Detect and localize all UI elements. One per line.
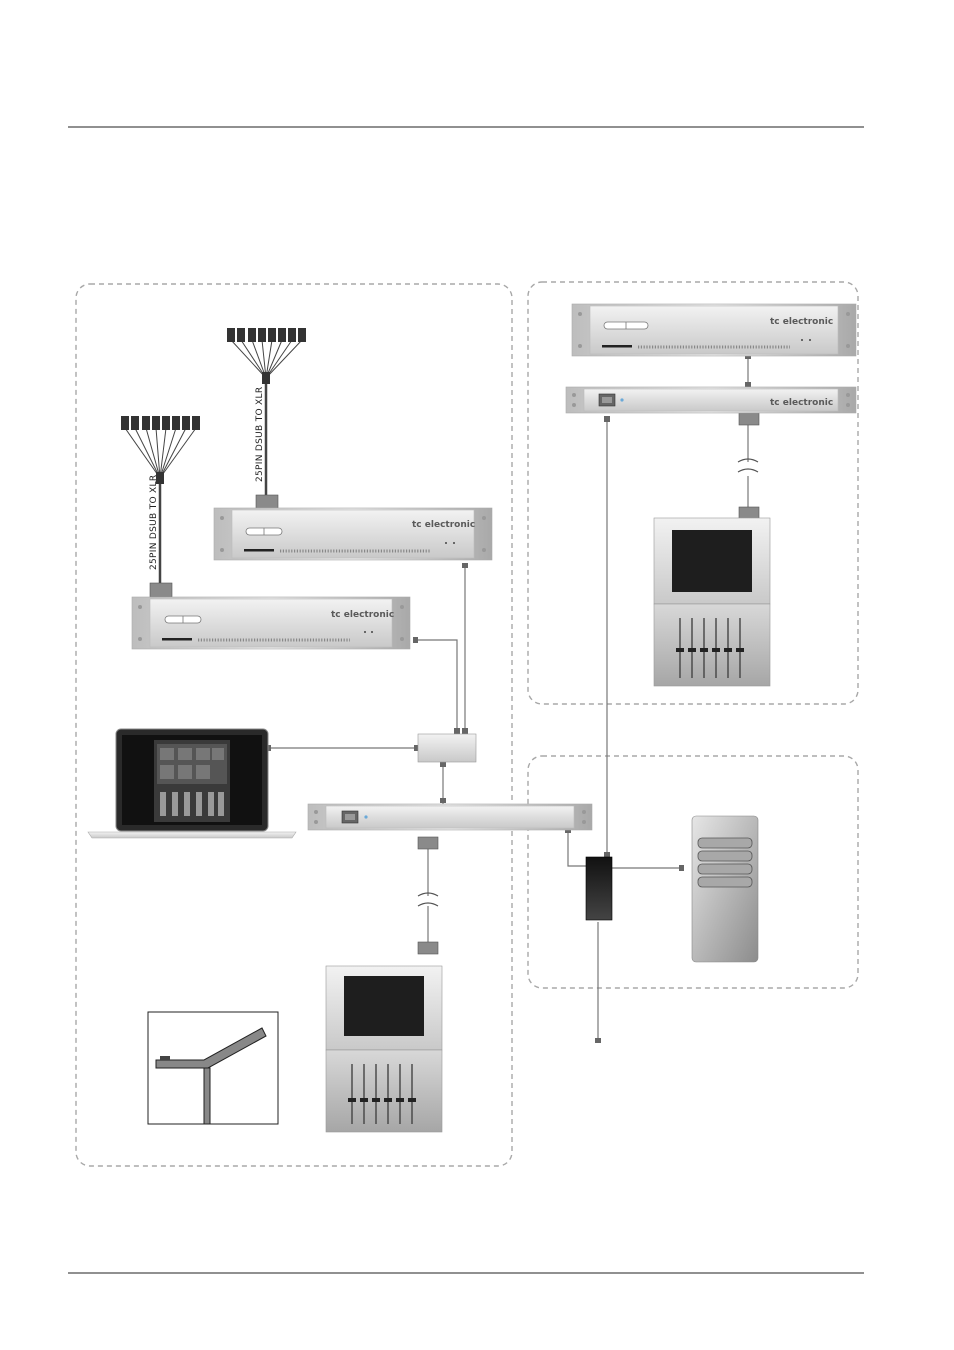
network-hub [418, 734, 476, 762]
fanout-cable-left [121, 416, 200, 597]
brand-logo: tc electronic [331, 610, 394, 620]
network-switch-1u-left [308, 804, 592, 830]
brand-logo: tc electronic [770, 317, 833, 327]
brand-logo: tc electronic [770, 398, 833, 408]
cable-connectors [266, 354, 751, 1043]
cable-label-right: 25PIN DSUB TO XLR [255, 387, 265, 482]
control-console-left [326, 966, 442, 1132]
rack-unit-2u-upper: tc electronic [214, 508, 492, 560]
rack-unit-2u-right: tc electronic [572, 304, 856, 356]
brand-logo: tc electronic [412, 520, 475, 530]
left-group-border [76, 284, 512, 1166]
console-stand-icon [148, 1012, 278, 1124]
network-switch-icon [586, 857, 612, 920]
cable-label-left: 25PIN DSUB TO XLR [149, 475, 159, 570]
laptop-icon [88, 729, 296, 838]
cables [268, 356, 748, 1040]
control-console-right [654, 518, 770, 686]
fanout-cable-right [227, 328, 306, 509]
network-switch-1u-right: tc electronic [566, 387, 856, 413]
rack-unit-2u-lower: tc electronic [132, 597, 410, 649]
server-tower-icon [692, 816, 758, 962]
